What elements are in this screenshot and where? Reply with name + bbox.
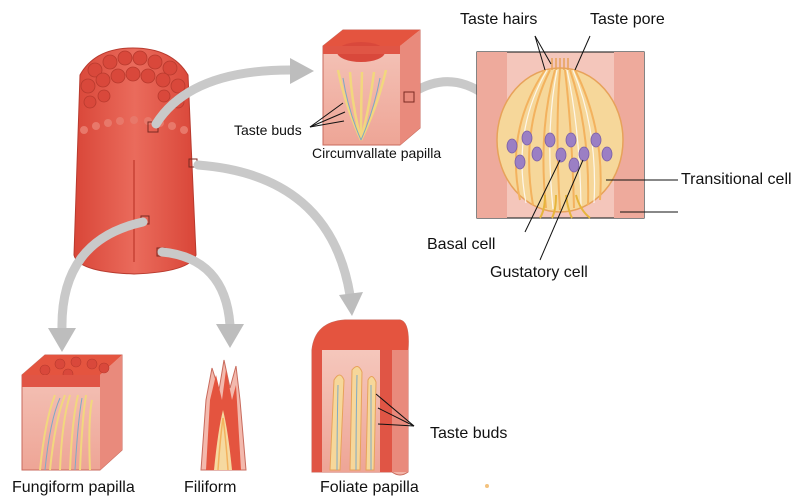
taste-bud-body [497,68,623,212]
circumvallate-papilla-block [323,30,420,145]
label-fungiform-papilla: Fungiform papilla [12,480,135,496]
label-filiform: Filiform [184,480,236,496]
label-basal-cell: Basal cell [427,237,495,253]
filiform-papilla [201,360,246,470]
label-foliate-papilla: Foliate papilla [320,480,419,496]
label-circumvallate-papilla: Circumvallate papilla [312,146,441,160]
label-taste-pore: Taste pore [590,12,665,28]
label-taste-hairs: Taste hairs [460,12,537,28]
stray-dot [485,484,489,488]
label-transitional-cell: Transitional cell [681,172,792,188]
label-gustatory-cell: Gustatory cell [490,265,588,281]
label-taste-buds-bottom: Taste buds [430,426,507,442]
arrow-to-foliate [198,165,350,295]
foliate-papilla [312,320,408,475]
arrow-to-taste-bud [414,82,485,95]
fungiform-papilla-block [22,355,122,470]
taste-bud-detail [477,52,644,218]
label-taste-buds-top: Taste buds [234,123,302,137]
